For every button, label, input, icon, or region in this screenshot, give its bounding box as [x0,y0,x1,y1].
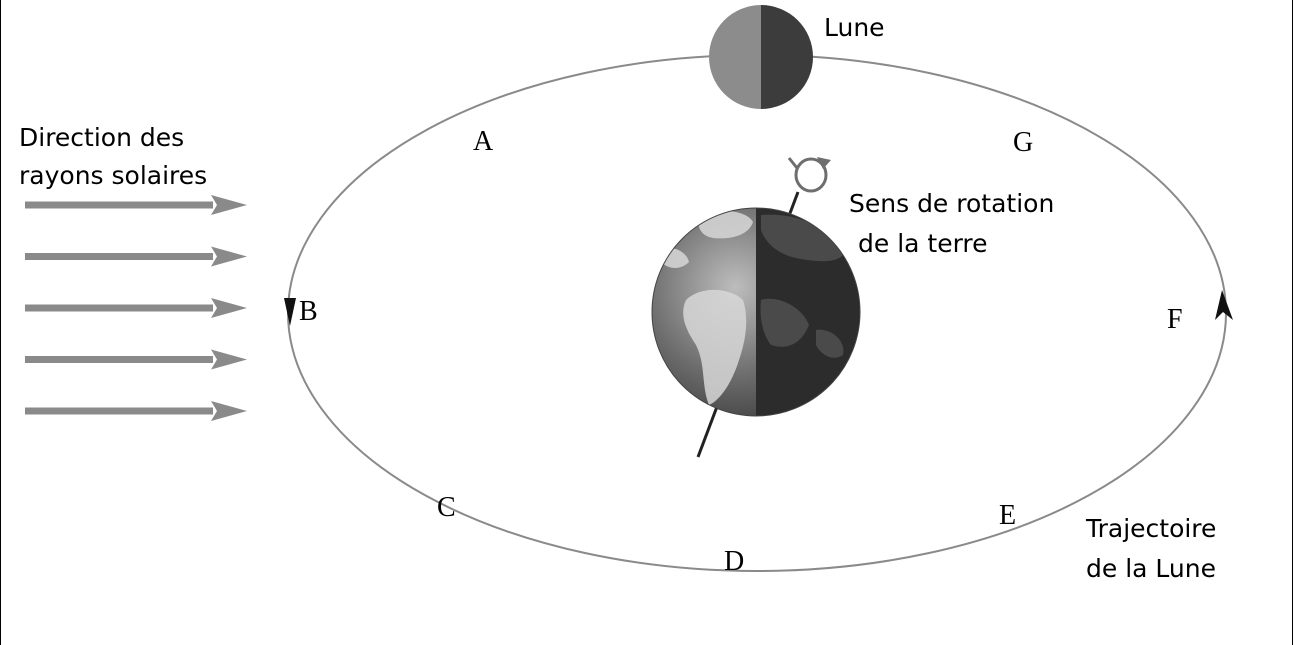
trajectory-label-line1: Trajectoire [1085,514,1216,543]
sun-ray-arrow-icon [25,195,247,215]
position-label-c: C [437,492,456,523]
sun-ray-arrow-icon [25,401,247,421]
sun-rays-label-line1: Direction des [19,123,184,152]
orbit-arrow-f-icon [1215,290,1233,320]
position-label-a: A [473,126,494,157]
rotation-arrow-icon [787,157,831,193]
sun-ray-arrow-icon [25,349,247,370]
sun-rays-group [25,195,247,421]
sun-ray-arrow-icon [25,246,247,267]
position-label-g: G [1013,127,1033,158]
orbit-arrow-b-icon [284,298,296,326]
sun-rays-label-line2: rayons solaires [19,161,207,190]
sun-ray-arrow-icon [25,298,247,318]
earth-globe-icon [651,207,861,417]
trajectory-label-line2: de la Lune [1086,554,1216,583]
position-label-e: E [999,500,1016,531]
position-label-d: D [724,546,744,577]
rotation-label-line1: Sens de rotation [849,189,1054,218]
half-lit-moon-icon [709,5,813,109]
position-label-b: B [299,296,318,327]
position-label-f: F [1167,304,1183,335]
moon-label: Lune [824,13,885,42]
rotation-label-line2: de la terre [858,229,988,258]
